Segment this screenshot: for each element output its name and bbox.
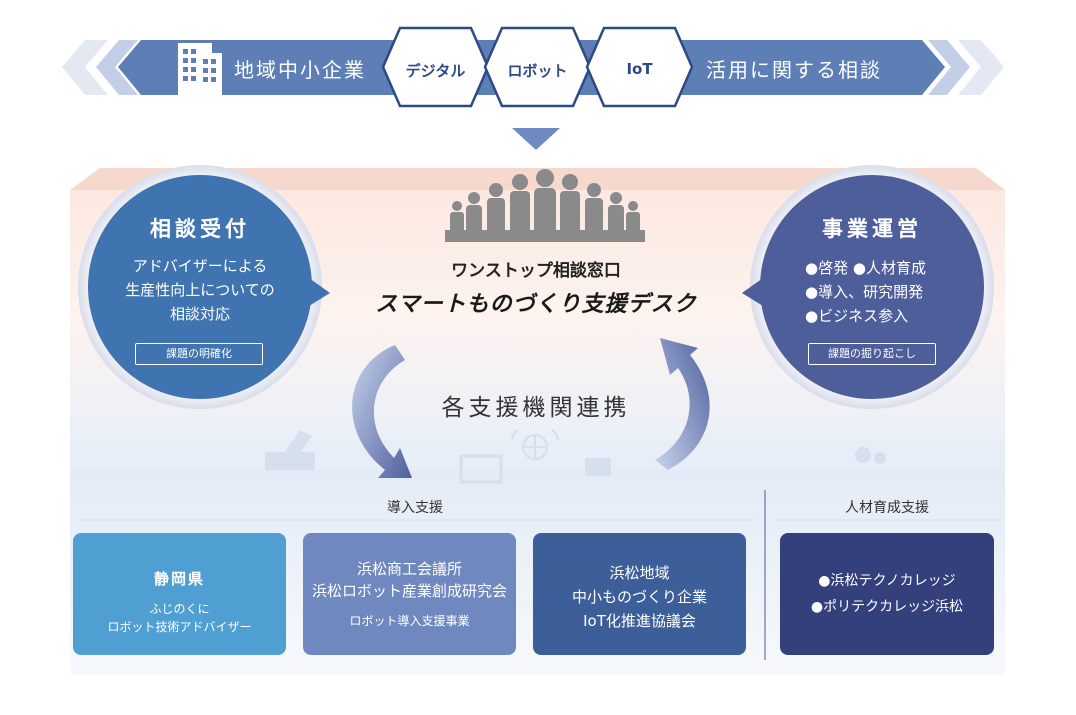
down-arrow-icon (512, 128, 560, 150)
box-hamamatsu-iot: 浜松地域 中小ものづくり企業 IoT化推進協議会 (533, 561, 746, 633)
banner-left-text: 地域中小企業 (234, 58, 366, 82)
robot-arm-icon (265, 430, 315, 470)
box-hamamatsu-chamber-bg (303, 533, 516, 655)
person-icon (855, 447, 886, 464)
device-icon (585, 458, 611, 476)
people-icon (445, 169, 645, 242)
left-circle-line-1: アドバイザーによる (132, 257, 268, 275)
section-introduction-heading: 導入支援 (387, 500, 443, 516)
box-shizuoka-line-2: ロボット技術アドバイザー (107, 620, 252, 634)
box-hamamatsu-iot-line-2: 中小ものづくり企業 (571, 588, 707, 606)
left-circle-line-3: 相談対応 (169, 305, 230, 323)
box-shizuoka-title: 静岡県 (153, 570, 205, 588)
section-hr-heading: 人材育成支援 (845, 500, 929, 516)
banner-chevron-left-inner (96, 40, 138, 95)
box-hr: ●浜松テクノカレッジ ●ポリテクカレッジ浜松 (780, 568, 994, 620)
hexagon-robot-label: ロボット (507, 62, 568, 80)
curved-arrow-right (655, 338, 710, 470)
box-hamamatsu-chamber: 浜松商工会議所 浜松ロボット産業創成研究会 ロボット導入支援事業 (303, 558, 516, 630)
box-hamamatsu-iot-line-1: 浜松地域 (609, 564, 670, 582)
right-circle-line-1: ●啓発 ●人材育成 (805, 259, 926, 277)
box-shizuoka-line-1: ふじのくに (149, 602, 210, 616)
left-circle-pointer (309, 278, 330, 306)
curved-arrow-left (352, 345, 412, 478)
left-circle-tag: 課題の明確化 (135, 343, 263, 365)
monitor-icon (459, 454, 503, 484)
box-hamamatsu-iot-line-3: IoT化推進協議会 (583, 612, 696, 630)
hexagon-iot-label: IoT (626, 60, 653, 78)
banner-chevron-right (958, 40, 1004, 95)
box-hr-item-1: ●浜松テクノカレッジ (818, 573, 956, 589)
right-circle-line-3: ●ビジネス参入 (805, 307, 909, 325)
banner-right-text: 活用に関する相談 (706, 58, 882, 82)
right-circle-title: 事業運営 (822, 217, 922, 241)
left-circle-line-2: 生産性向上についての (125, 281, 275, 299)
box-hamamatsu-chamber-title-1: 浜松商工会議所 (356, 560, 462, 578)
box-shizuoka: 静岡県 ふじのくに ロボット技術アドバイザー (73, 568, 286, 636)
banner-chevron-left (62, 40, 108, 95)
box-hamamatsu-chamber-title-2: 浜松ロボット産業創成研究会 (311, 582, 507, 600)
right-circle-line-2: ●導入、研究開発 (805, 283, 924, 301)
box-hamamatsu-iot-bg (533, 533, 746, 655)
hexagon-iot (585, 26, 694, 108)
right-circle-tag: 課題の掘り起こし (808, 343, 936, 365)
box-hr-item-2: ●ポリテクカレッジ浜松 (810, 599, 964, 615)
cooperation-label: 各支援機関連携 (441, 395, 631, 421)
box-hr-bg (780, 533, 994, 655)
right-circle-pointer (742, 278, 763, 306)
globe-icon (511, 429, 559, 460)
center-subtitle: ワンストップ相談窓口 (451, 261, 621, 281)
box-hamamatsu-chamber-sub: ロボット導入支援事業 (349, 614, 470, 628)
left-circle-title: 相談受付 (150, 217, 250, 241)
box-shizuoka-bg (73, 533, 286, 655)
center-title: スマートものづくり支援デスク (375, 292, 697, 317)
banner-chevron-right-inner (928, 40, 970, 95)
hexagon-digital-label: デジタル (405, 62, 466, 80)
building-icon (178, 43, 222, 95)
